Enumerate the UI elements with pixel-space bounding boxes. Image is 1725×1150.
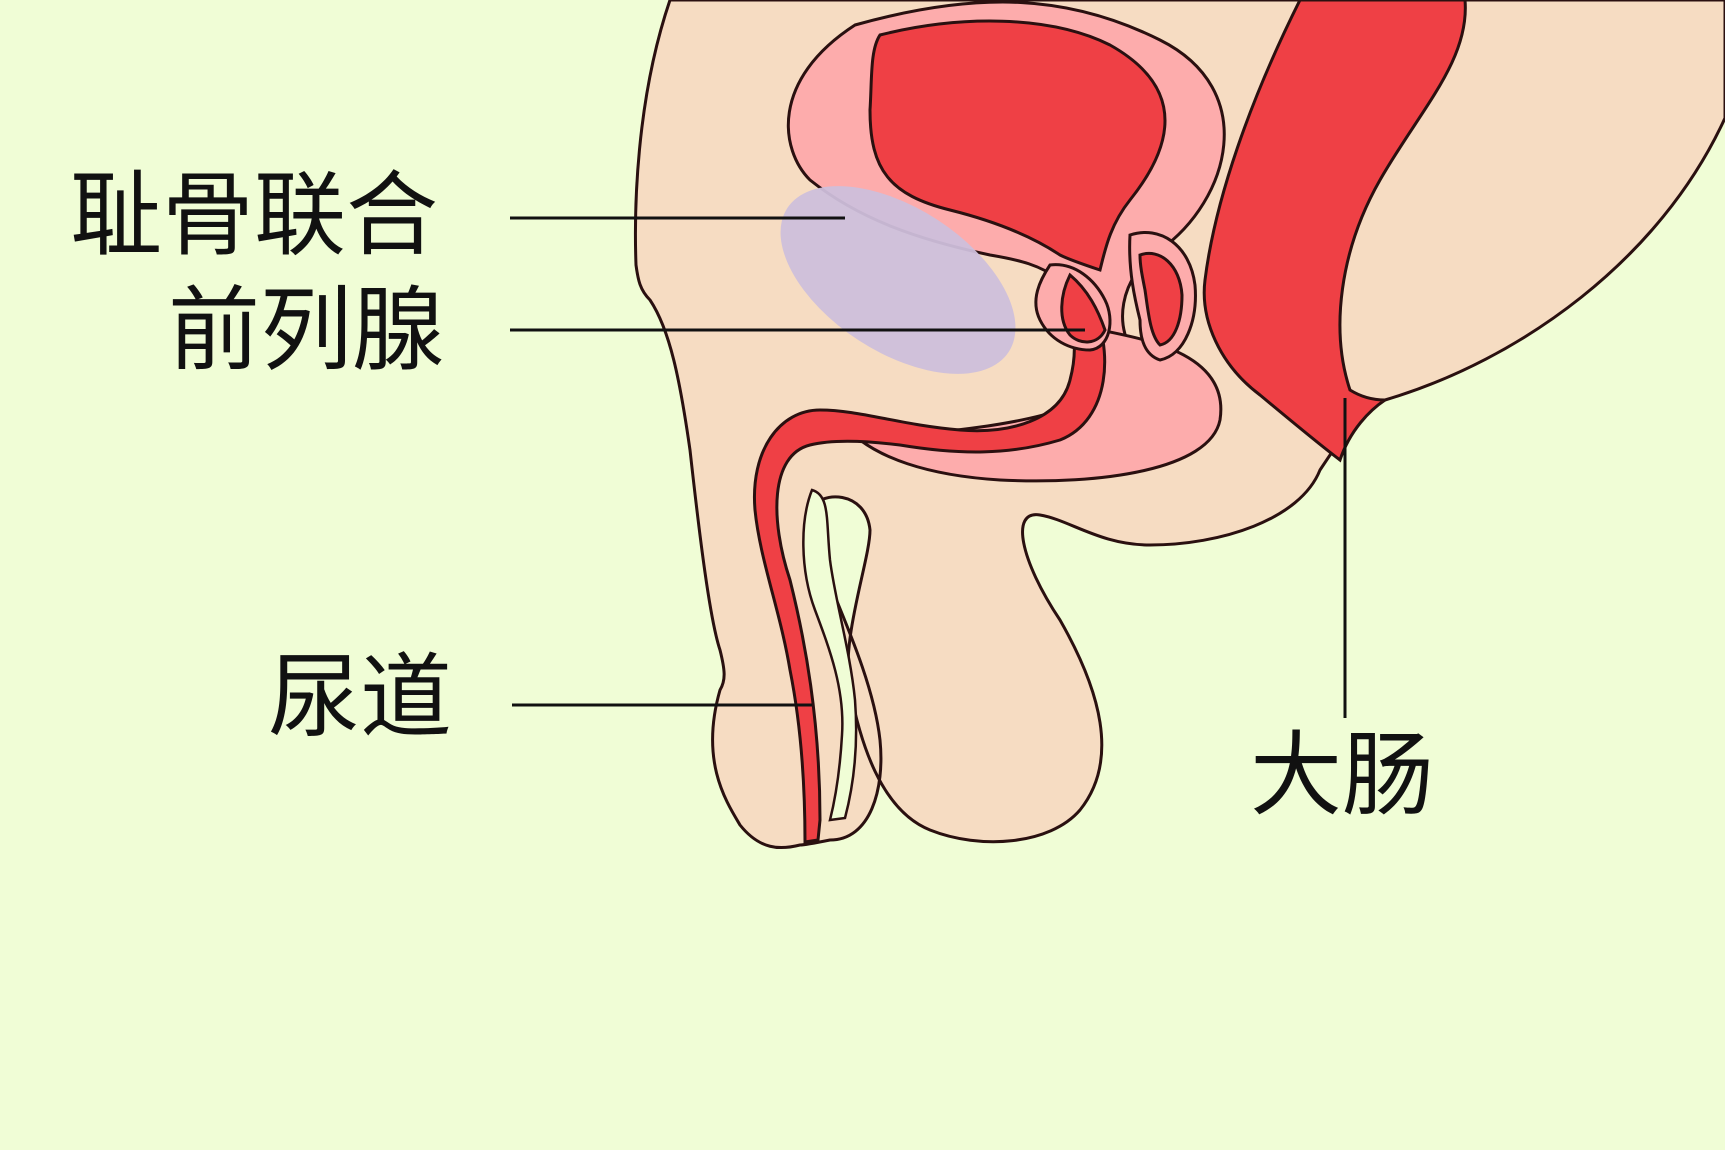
label-pubic-symphysis: 耻骨联合 (70, 162, 439, 269)
label-urethra: 尿道 (268, 644, 453, 751)
label-prostate: 前列腺 (168, 277, 445, 384)
urethra-lumen (802, 488, 858, 822)
prostate-lobe-right-core (1138, 252, 1184, 347)
pubic-symphysis-shape (780, 186, 1016, 374)
bladder-interior (868, 19, 1167, 272)
prostate-lobe-left-core (1060, 272, 1107, 344)
large-intestine-shape (1202, 0, 1467, 463)
label-large-intestine: 大肠 (1250, 722, 1435, 829)
urethra-channel (752, 298, 1107, 844)
